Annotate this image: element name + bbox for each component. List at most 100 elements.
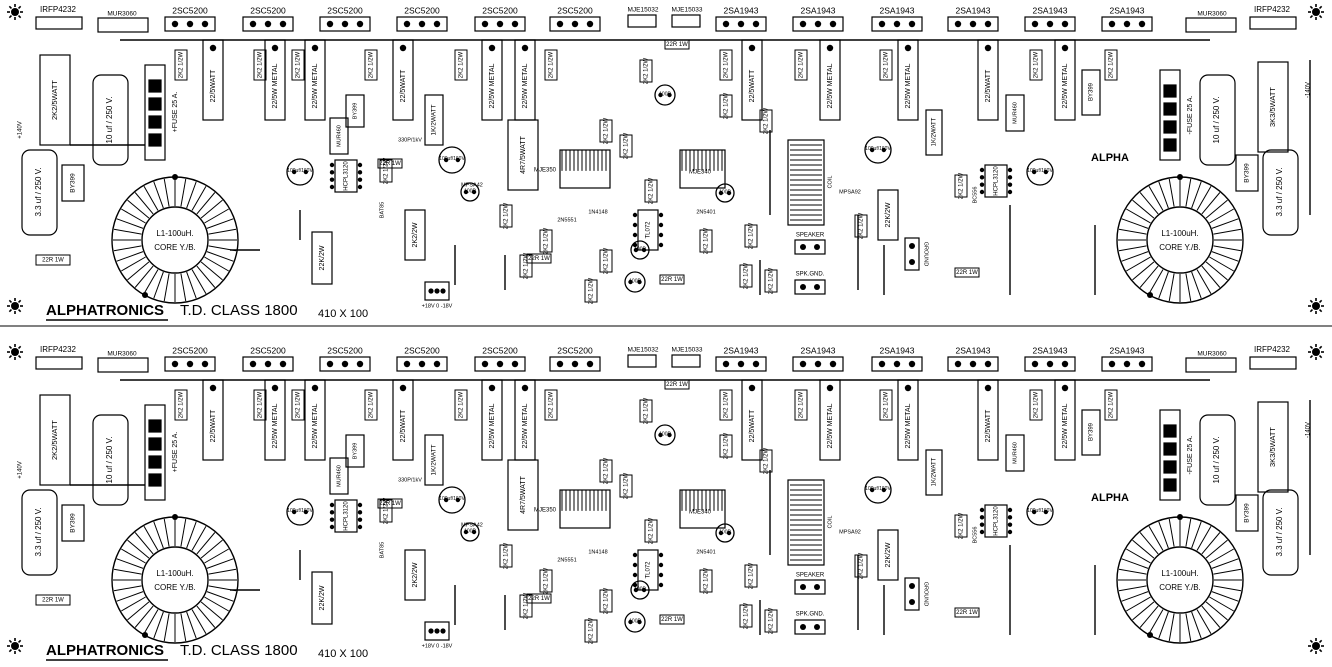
brand-logo: ALPHA (1091, 152, 1129, 164)
toroid-winding (191, 526, 207, 551)
resistor-small: 2K2 1/2W (639, 57, 653, 84)
part-label: 2K2 1/2W (799, 51, 805, 78)
part-label: 22/5W METAL (905, 63, 912, 108)
part-label: 2K2 1/2W (604, 457, 610, 484)
mounting-hole-center (11, 642, 19, 650)
electrolytic-capacitor: 100uf/160V (438, 486, 466, 514)
mounting-hole-center (11, 348, 19, 356)
resistor-small: 2K2 1/2W (599, 587, 613, 614)
supply-label: +140V (18, 121, 24, 139)
film-capacitor (21, 489, 58, 576)
transistor-label: MPSA42 (461, 182, 483, 188)
toroid-winding (1158, 521, 1169, 549)
part-label: 2K2 1/2W (604, 117, 610, 144)
capacitor-value: 10 uf / 250 V. (105, 97, 114, 144)
resistor-body (379, 159, 393, 183)
resistor-small: 22R 1W (954, 267, 980, 278)
part-label: 2K2 1/2W (179, 391, 185, 418)
mounting-hole-ray (8, 5, 13, 10)
toroid-winding (127, 199, 150, 219)
solder-pad (1061, 20, 1069, 28)
solder-pad (748, 384, 756, 392)
resistor-small: 22R 1W (659, 614, 685, 625)
speaker-gnd-connector (794, 619, 826, 635)
transistor-outline (792, 16, 844, 32)
resistor-small: 2K2 1/2W (719, 432, 733, 459)
toroid-winding (1139, 265, 1159, 288)
resistor-body (739, 264, 753, 288)
resistor-small: 22R 1W (35, 254, 71, 266)
solder-pad (271, 384, 279, 392)
capacitor-value: 3.3 uf / 250 V. (1275, 507, 1284, 556)
solder-pad (521, 44, 529, 52)
capacitor-outline (438, 146, 466, 174)
solder-pad (471, 189, 477, 195)
mounting-hole-ray (17, 299, 22, 304)
toroid-winding (121, 208, 146, 224)
resistor-body (759, 449, 773, 473)
capacitor-label: 100uf/160V (1027, 168, 1053, 174)
toroid-winding (127, 261, 150, 281)
power-resistor (1257, 401, 1289, 493)
resistor-small: 2K2 1/2W (454, 389, 468, 421)
solder-pad (1147, 632, 1153, 638)
toroid-winding (1126, 596, 1151, 612)
solder-pad (434, 628, 440, 634)
resistor-small: 2K2 1/2W (379, 497, 393, 524)
solder-pad (979, 522, 985, 527)
inductor-label: CORE Y./B. (154, 583, 196, 592)
solder-pad (209, 384, 217, 392)
transistor-label: 2SA1943 (801, 5, 836, 15)
capacitor-outline (624, 271, 646, 293)
speaker-connector (794, 579, 826, 595)
driver-outline (627, 354, 657, 368)
toroid-winding (1139, 192, 1159, 215)
capacitor-label: 100P (464, 188, 476, 194)
toroid-inner (141, 546, 209, 614)
solder-pad (329, 502, 335, 508)
resistor-small: 2K2 1/2W (544, 389, 558, 421)
transistor-outline (474, 356, 526, 372)
toroid-winding (1132, 539, 1155, 559)
mounting-hole-ray (8, 345, 13, 350)
solder-pad (357, 524, 363, 530)
toroid-winding (1211, 591, 1239, 602)
capacitor-label: 100P (719, 529, 731, 535)
solder-pad (357, 510, 363, 515)
transistor-label: 2SC5200 (172, 345, 208, 355)
toroid-winding (186, 271, 197, 299)
electrolytic-capacitor: 100P (624, 271, 646, 293)
resistor-small: 2K2 1/2W (291, 49, 305, 81)
capacitor-label: 100P (719, 189, 731, 195)
part-label: 2K2 1/2W (1034, 51, 1040, 78)
solder-pad (171, 360, 179, 368)
diode-label: MUR460 (336, 465, 342, 487)
resistor-body (364, 49, 378, 81)
mounting-hole-icon (1308, 4, 1324, 20)
solder-pad (658, 212, 664, 218)
toroid-winding (1213, 585, 1242, 592)
resistor-small: 2K2 1/2W (519, 592, 533, 619)
solder-pad (403, 20, 411, 28)
toroid-winding (1126, 256, 1151, 272)
part-label: 2K2 1/2W (884, 51, 890, 78)
solder-pad (303, 509, 309, 515)
solder-pad (814, 244, 820, 250)
solder-pad (357, 162, 363, 168)
power-resistor (1257, 61, 1289, 153)
solder-pad (357, 170, 363, 175)
emitter-resistor: 22/5WATT (202, 39, 224, 121)
connector-label: SPK.GND. (796, 612, 825, 618)
part-label: 2K2 1/2W (1109, 51, 1115, 78)
part-label: 22R 1W (528, 596, 550, 602)
part-label: 2K2 1/2W (589, 617, 595, 644)
transistor-label: 2SC5200 (557, 345, 593, 355)
solder-pad (1177, 174, 1183, 180)
diode-label: MUR460 (1012, 442, 1018, 464)
power-transistor: 2SC5200 (396, 345, 448, 372)
transistor-label: 2SA1943 (724, 345, 759, 355)
part-label: 2K2 1/2W (644, 57, 650, 84)
diode-outline (1185, 357, 1237, 373)
part-label: 2K2 1/2W (1034, 391, 1040, 418)
part-label: TL072 (646, 221, 652, 239)
